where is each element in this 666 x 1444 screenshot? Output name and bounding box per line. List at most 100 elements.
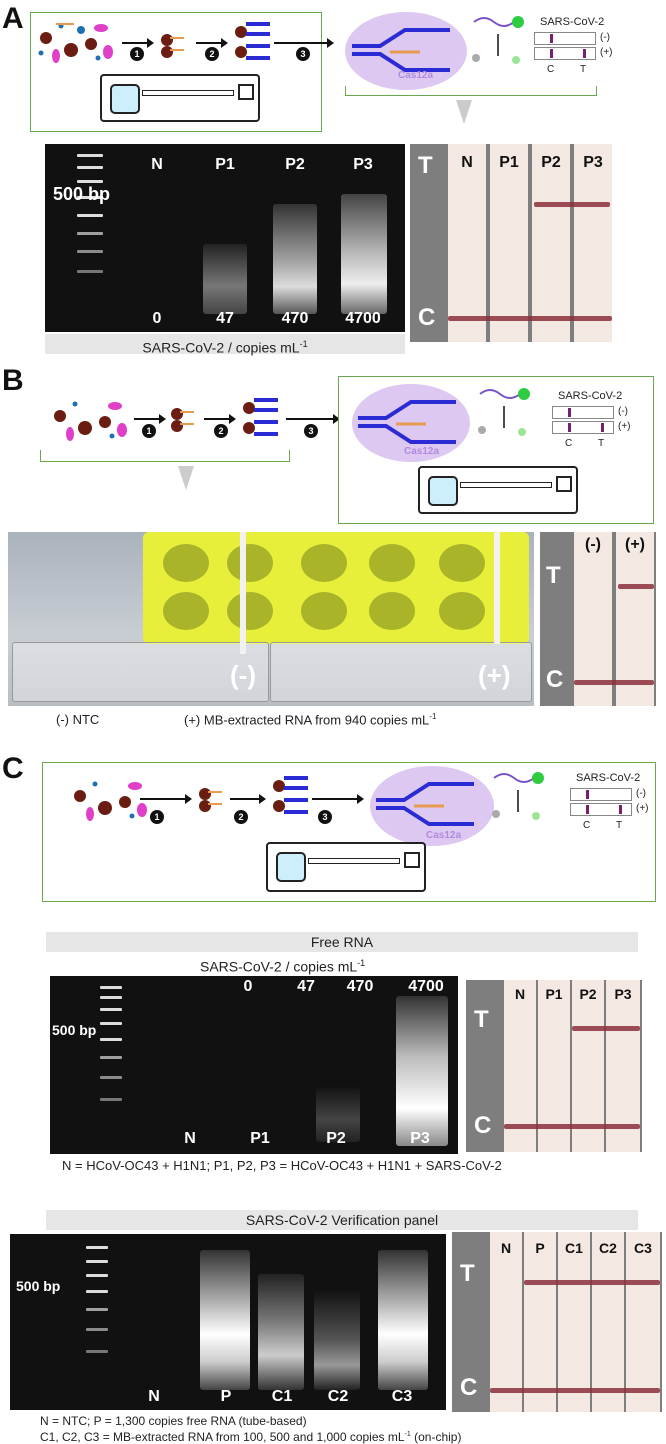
step-arrow-3: [274, 39, 334, 47]
gel-smear-verif-c3: [378, 1250, 428, 1390]
strip-c-label-c1: C: [474, 1112, 492, 1139]
strip-t-label-c1: T: [474, 1006, 489, 1033]
verification-footnote-2: C1, C2, C3 = MB-extracted RNA from 100, …: [40, 1428, 461, 1444]
legend-strip-positive: [534, 47, 596, 60]
verif-lane-c2: C2: [327, 1388, 349, 1405]
yellow-tray: [143, 532, 529, 644]
step-1-badge: 1: [130, 47, 144, 61]
gel-copies-0: 0: [152, 310, 162, 327]
microfluidic-chip-icon-c: [266, 842, 426, 892]
verification-footnote-1: N = NTC; P = 1,300 copies free RNA (tube…: [40, 1414, 307, 1428]
gel-smear-p2: [273, 204, 317, 314]
dna-ladder-c1: [100, 976, 124, 1154]
strip-c-label-c2: C: [460, 1374, 478, 1401]
bp-marker-label-c2: 500 bp: [16, 1278, 61, 1294]
panel-a-gel-image: 500 bp N P1 P2 P3 0 47 470 4700: [45, 144, 405, 332]
strip-c-label-b: C: [546, 666, 564, 693]
free-rna-header: Free RNA: [46, 932, 638, 952]
strip-lane-c2-p: P: [535, 1240, 545, 1256]
free-rna-lateral-flow-strips: T C N P1 P2 P3: [466, 980, 642, 1152]
verification-header: SARS-CoV-2 Verification panel: [46, 1210, 638, 1230]
step-3-badge-b: 3: [304, 424, 318, 438]
verif-lane-n: N: [148, 1388, 160, 1405]
strip-lane-p1: P1: [499, 154, 519, 171]
captured-rna-icon-c: [199, 788, 222, 812]
cas12a-dna-complex-icon-c: [376, 782, 474, 826]
gel-smear-c-p3: [396, 996, 448, 1146]
panel-b-lateral-flow-strips: T C (-) (+): [540, 532, 656, 706]
legend-title: SARS-CoV-2: [540, 16, 605, 28]
chip-negative: [12, 642, 269, 702]
bp-marker-label: 500 bp: [53, 184, 111, 204]
free-rna-axis-sup: -1: [357, 958, 366, 968]
panel-a-lateral-flow-strips: T C N P1 P2 P3: [410, 144, 612, 342]
dna-ladder-c2: [86, 1234, 110, 1410]
strip-lane-pos: (+): [625, 536, 645, 553]
strip-lane-c2-c3: C3: [634, 1240, 652, 1256]
verif-lane-p: P: [220, 1388, 232, 1405]
verif-footnote-2b: (on-chip): [410, 1430, 462, 1444]
on-chip-bracket: [345, 86, 597, 96]
sample-mix-icon-c: [74, 781, 147, 821]
panel-c-letter: C: [2, 752, 24, 785]
free-rna-axis-caption: SARS-CoV-2 / copies mL-1: [200, 958, 365, 975]
panel-a-letter: A: [2, 2, 24, 35]
step-arrow-c3: [312, 795, 364, 803]
verification-lateral-flow-strips: T C N P C1 C2 C3: [452, 1232, 662, 1412]
bp-marker-label-c1: 500 bp: [52, 1022, 97, 1038]
sample-mix-icon: [38, 23, 113, 63]
strip-lane-p2: P2: [541, 154, 561, 171]
free-rna-copies-47: 47: [297, 978, 315, 995]
free-rna-axis-text: SARS-CoV-2 / copies mL: [200, 958, 358, 975]
legend-strip-positive-b: [552, 421, 614, 434]
verification-gel-image: 500 bp N P C1 C2 C3: [10, 1234, 446, 1410]
free-rna-copies-4700: 4700: [408, 978, 444, 995]
caption-positive-text: (+) MB-extracted RNA from 940 copies mL: [184, 712, 430, 728]
step-arrow-c2: [230, 795, 266, 803]
legend-positive-label-b: (+): [618, 421, 631, 432]
dna-ladder: [77, 144, 105, 332]
legend-strip-positive-c: [570, 803, 632, 816]
strip-in-chip-positive: [494, 532, 500, 644]
panel-b-caption-positive: (+) MB-extracted RNA from 940 copies mL-…: [184, 712, 436, 727]
legend-strip-negative-b: [552, 406, 614, 419]
legend-t-label-b: T: [598, 438, 605, 449]
legend-c-label-b: C: [565, 438, 573, 449]
gel-smear-c-p2: [316, 1086, 360, 1142]
step-1-badge-b: 1: [142, 424, 156, 438]
reporter-cleavage-icon: [472, 16, 524, 64]
strip-lane-c2-c1: C1: [565, 1240, 583, 1256]
control-band-c2: [490, 1388, 660, 1393]
gel-lane-label-p3: P3: [353, 156, 373, 173]
verif-footnote-sup: -1: [404, 1431, 411, 1438]
strip-lane-c1-p1: P1: [545, 986, 563, 1002]
legend-c-label: C: [547, 64, 555, 75]
sample-mix-icon-b: [54, 401, 127, 441]
panel-a-axis-caption: SARS-CoV-2 / copies mL-1: [45, 334, 405, 356]
legend-title-b: SARS-CoV-2: [558, 390, 623, 402]
step-2-badge-b: 2: [214, 424, 228, 438]
gel-smear-verif-p: [200, 1250, 250, 1390]
cas12a-dna-complex-icon: [352, 28, 450, 72]
legend-negative-label-c: (-): [636, 788, 646, 799]
free-rna-gel-image: 500 bp N P1 P2 P3 0 47 470 4700: [50, 976, 458, 1154]
strip-lane-n: N: [461, 154, 473, 171]
step-3-badge: 3: [296, 47, 310, 61]
panel-b-caption-negative: (-) NTC: [56, 712, 100, 727]
amplicons-icon: [235, 22, 270, 60]
legend-negative-label-b: (-): [618, 406, 628, 417]
test-band: [534, 202, 610, 207]
legend-c-label-c: C: [583, 820, 591, 831]
free-rna-copies-470: 470: [346, 978, 374, 995]
step-arrow-c1: [140, 795, 192, 803]
free-rna-lane-p1: P1: [250, 1130, 270, 1147]
step-arrow-1: [122, 39, 154, 47]
strip-t-label-b: T: [546, 562, 561, 589]
free-rna-footnote: N = HCoV-OC43 + H1N1; P1, P2, P3 = HCoV-…: [62, 1158, 502, 1173]
chip-label-positive: (+): [478, 660, 511, 690]
cas12a-dna-complex-icon-b: [358, 400, 456, 444]
free-rna-lane-n: N: [184, 1130, 196, 1147]
legend-t-label-c: T: [616, 820, 623, 831]
strip-t-label-c2: T: [460, 1260, 475, 1287]
step-2-badge: 2: [205, 47, 219, 61]
